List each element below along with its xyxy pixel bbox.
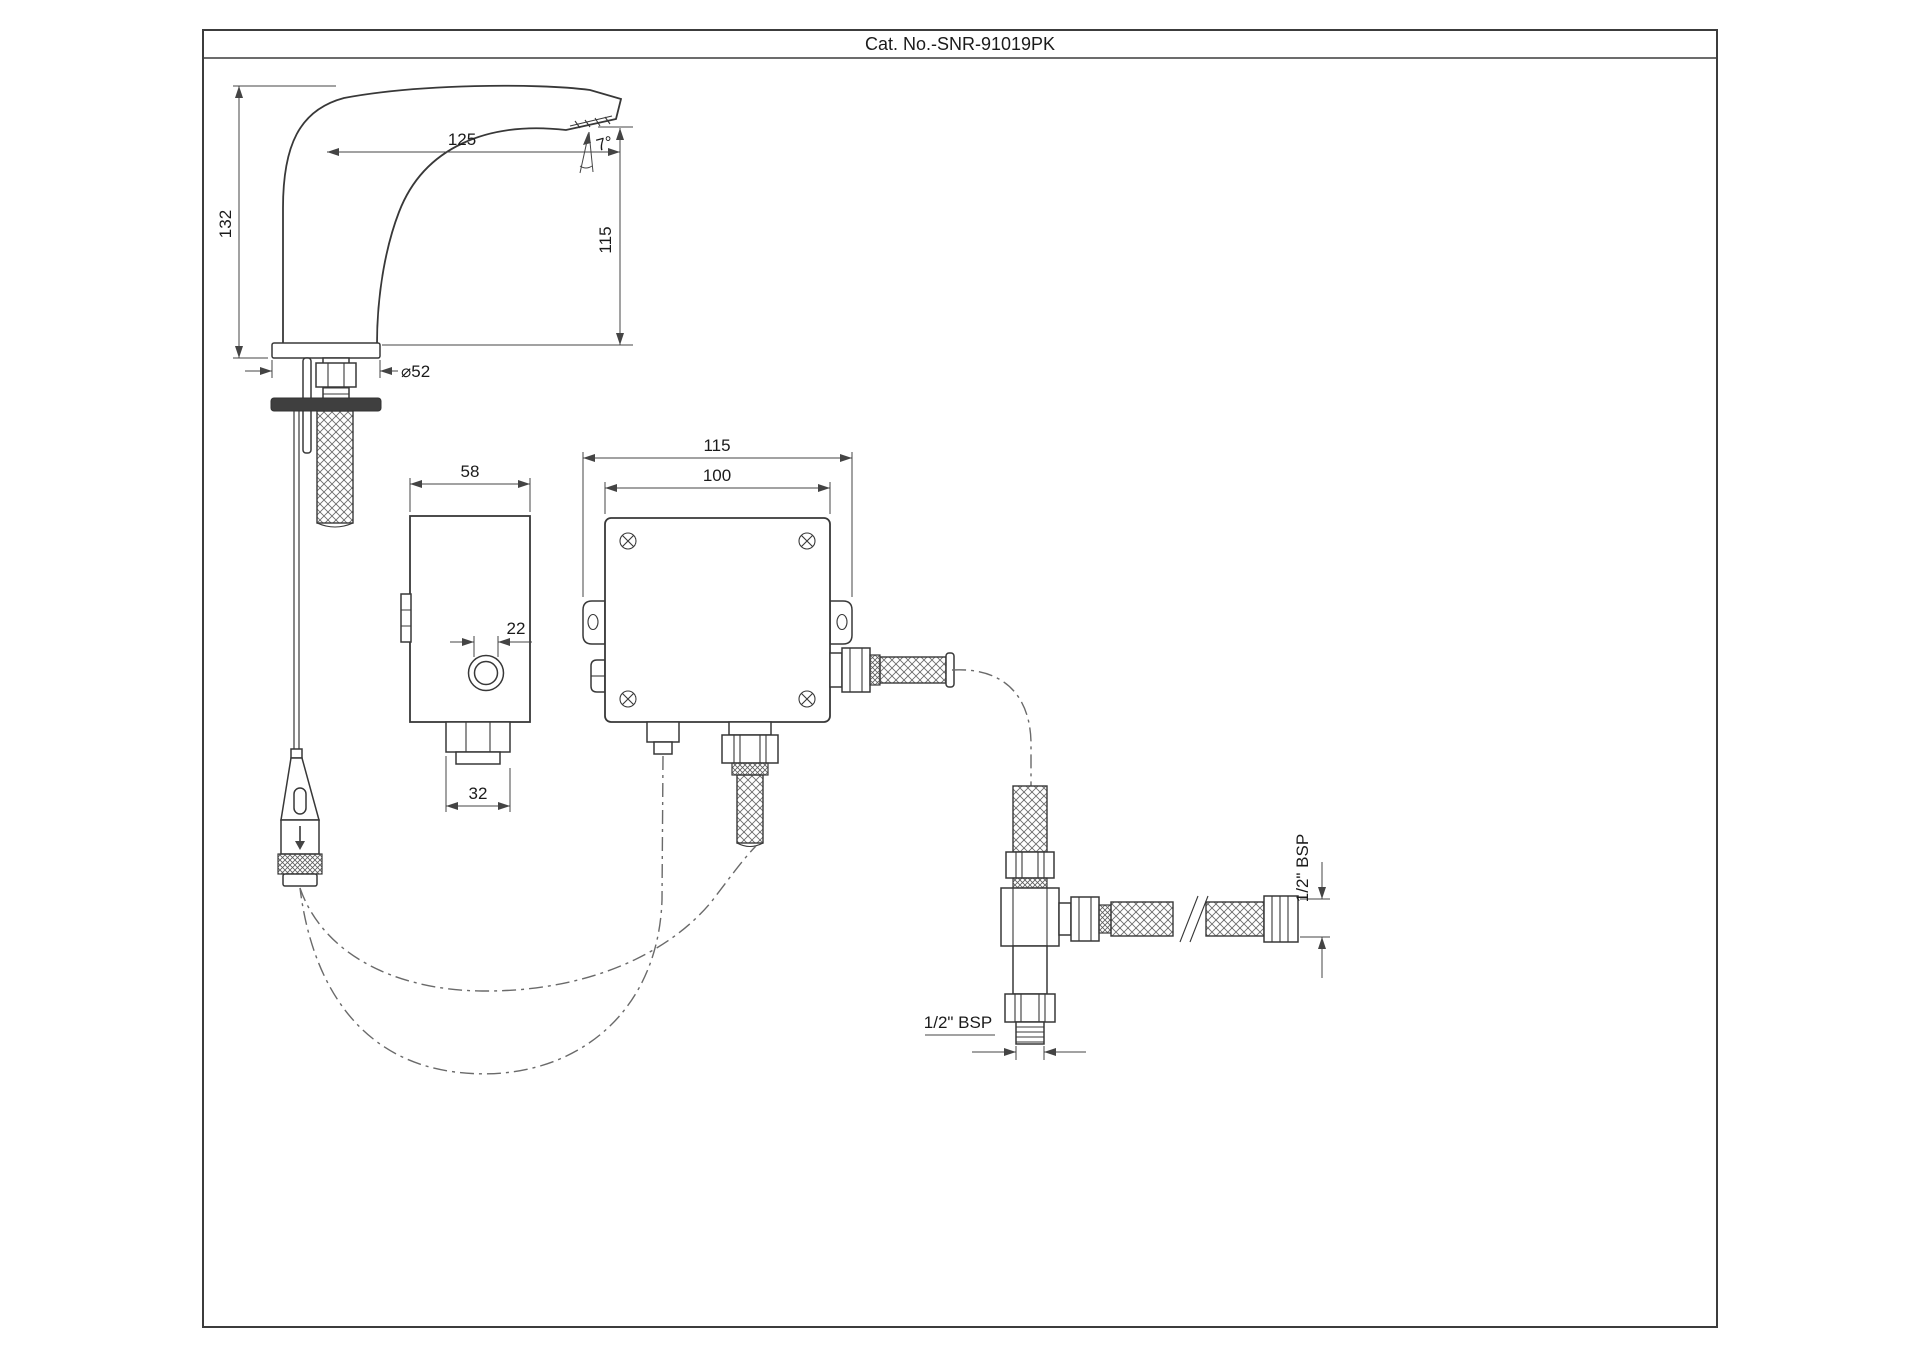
plug-knurl-ring <box>277 853 323 875</box>
dim-base-diameter: ⌀52 <box>401 362 430 381</box>
aerator-hatch <box>574 116 611 129</box>
box-inlet-nut <box>841 647 871 693</box>
sensor-plug <box>277 748 323 887</box>
label-bottom-thread: 1/2" BSP <box>924 1013 992 1032</box>
box-inlet-flange <box>829 652 843 688</box>
connector-lines <box>465 722 491 752</box>
dim-spout-reach: 125 <box>448 130 476 149</box>
hose-end-nut <box>1263 895 1299 943</box>
fixing-nut-facets <box>327 363 345 387</box>
tee-right-hose-a <box>1110 901 1174 937</box>
mounting-flange <box>270 397 382 412</box>
dim-outlet-height: 115 <box>596 226 615 253</box>
control-unit-connector-tip <box>455 751 501 765</box>
sensor-cable-route <box>299 755 664 1075</box>
faucet-drawing <box>270 84 623 887</box>
box-cable-connector <box>646 721 680 743</box>
box-inlet-collar <box>869 654 881 686</box>
box-cable-connector-tip <box>653 741 673 755</box>
tee-right-collar <box>1098 904 1112 934</box>
box-inlet-hose <box>879 656 947 684</box>
mounting-hole-left <box>587 613 599 631</box>
cable-routing <box>299 669 1032 1075</box>
valve-box-drawing: 100 115 <box>582 436 955 848</box>
clip-lines <box>401 609 411 627</box>
label-side-thread: 1/2" BSP <box>1293 834 1312 902</box>
hose-end <box>316 522 354 528</box>
faucet-inlet-hose <box>316 410 354 524</box>
hose-break-symbol <box>1179 895 1209 943</box>
screw-icon <box>619 532 816 708</box>
mounting-ear-right <box>829 600 853 645</box>
box-outlet-nut <box>721 734 779 764</box>
tee-fitting-drawing: 1/2" BSP 1/2" BSP <box>924 785 1330 1060</box>
control-unit-clip <box>400 593 412 643</box>
tee-top-collar <box>1012 877 1048 889</box>
tee-bottom-nut <box>1004 993 1056 1023</box>
box-outlet-collar <box>731 762 769 776</box>
dim-connector-width: 32 <box>469 784 488 803</box>
tee-right-nut <box>1070 896 1100 942</box>
power-cable-route <box>299 845 757 992</box>
mounting-ear-left <box>582 600 606 645</box>
plug-slot <box>293 787 307 815</box>
control-unit-drawing: 58 22 32 <box>400 462 532 812</box>
tee-right-hose-b <box>1205 901 1265 937</box>
dim-box-mounting-width: 115 <box>703 436 730 455</box>
tee-top-hose <box>1012 785 1048 853</box>
faucet-dimensions: 132 125 7° 115 ⌀52 <box>216 85 633 381</box>
plug-neck <box>290 748 303 759</box>
plug-cap <box>282 873 318 887</box>
plug-arrow-icon <box>295 841 305 850</box>
control-unit-connector <box>445 721 511 753</box>
faucet-body <box>282 84 623 345</box>
tee-top-nut <box>1005 851 1055 879</box>
fixing-nut <box>315 362 357 388</box>
control-button <box>473 660 499 686</box>
dim-box-body-width: 100 <box>703 466 731 485</box>
box-outlet-hose <box>736 774 764 844</box>
supply-hose-route <box>951 669 1032 786</box>
dim-spout-angle: 7° <box>594 132 615 155</box>
mounting-hole-right <box>836 613 848 631</box>
dim-faucet-height: 132 <box>216 210 235 238</box>
tee-bottom-body <box>1012 945 1048 995</box>
tee-bottom-thread <box>1015 1021 1045 1045</box>
tee-right-step <box>1058 902 1072 936</box>
catalog-number: Cat. No.-SNR-91019PK <box>865 34 1055 54</box>
tee-body <box>1000 887 1060 947</box>
valve-box-body <box>604 517 831 723</box>
dim-control-unit-width: 58 <box>461 462 480 481</box>
faucet-base-plate <box>271 342 381 359</box>
dim-button-diameter: 22 <box>507 619 526 638</box>
box-outlet-flange <box>728 721 772 736</box>
